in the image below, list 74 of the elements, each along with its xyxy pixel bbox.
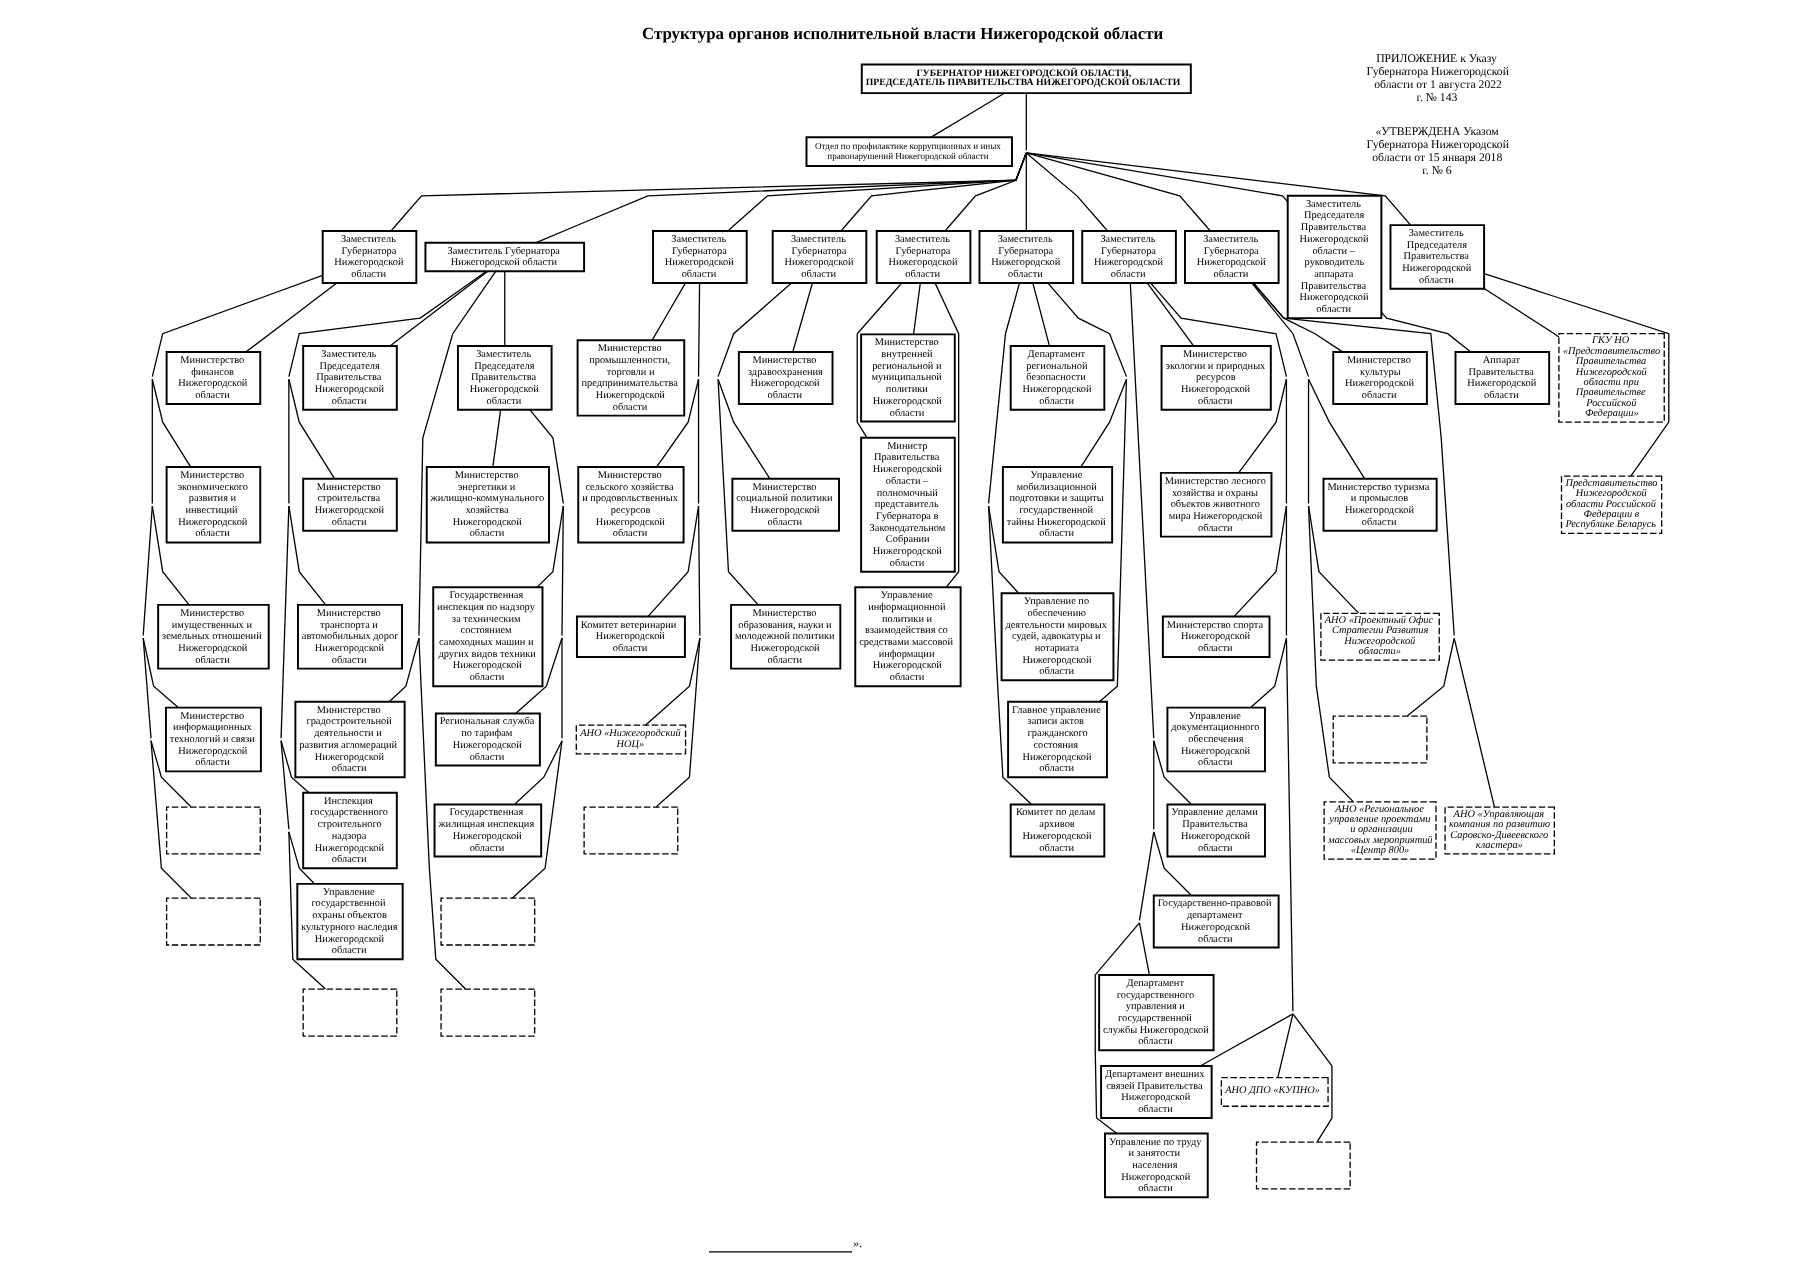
node-box xyxy=(1331,715,1427,764)
connector xyxy=(1276,1013,1293,1079)
connector xyxy=(141,274,323,899)
connector xyxy=(287,378,335,480)
connector xyxy=(534,152,1026,244)
connector xyxy=(716,378,770,480)
connector xyxy=(1306,505,1359,614)
connector xyxy=(287,831,314,885)
connector xyxy=(650,282,685,341)
connector xyxy=(528,409,563,588)
connector xyxy=(986,505,1019,594)
connector xyxy=(1482,287,1559,338)
connector xyxy=(491,409,501,468)
connector xyxy=(855,282,902,439)
connector xyxy=(1232,378,1287,617)
connector xyxy=(1306,378,1365,480)
connector xyxy=(388,270,488,347)
connector xyxy=(1024,152,1107,232)
connector xyxy=(986,282,1032,806)
node-box xyxy=(164,897,260,946)
connector xyxy=(510,740,562,899)
connector xyxy=(1024,152,1411,226)
connector xyxy=(1251,282,1454,717)
connector xyxy=(1046,282,1127,468)
connector xyxy=(387,270,496,703)
node-box xyxy=(164,806,260,855)
connector xyxy=(1452,637,1495,808)
connector xyxy=(514,505,563,715)
connector xyxy=(1093,282,1154,1134)
connector xyxy=(943,152,1026,232)
connector xyxy=(644,505,700,726)
connector xyxy=(839,152,1026,232)
connector xyxy=(646,378,699,617)
connector xyxy=(287,505,326,606)
node-box xyxy=(582,806,678,855)
connector xyxy=(150,505,189,606)
connector xyxy=(1482,272,1669,477)
connector xyxy=(149,740,191,808)
connector xyxy=(654,637,700,808)
diagram-title: Структура органов исполнительной власти Нижегородской области xyxy=(640,23,1163,43)
connector xyxy=(1145,282,1194,347)
node-box xyxy=(1254,1141,1350,1190)
connector xyxy=(1152,831,1192,897)
connector xyxy=(1149,282,1287,474)
connector xyxy=(1098,378,1127,703)
connector xyxy=(933,282,959,588)
node-box xyxy=(301,988,397,1037)
connector xyxy=(655,282,700,468)
connector xyxy=(716,282,791,606)
connector xyxy=(911,282,920,335)
connector xyxy=(726,152,1026,232)
connector xyxy=(150,378,191,468)
connector xyxy=(503,270,505,347)
connector xyxy=(1250,282,1353,803)
connector xyxy=(1249,505,1287,708)
connector xyxy=(141,637,178,708)
connector xyxy=(1137,922,1150,976)
connector xyxy=(1024,152,1026,232)
connector xyxy=(1291,1013,1332,1143)
connector xyxy=(791,282,812,353)
node-box xyxy=(439,988,535,1037)
connector xyxy=(512,637,562,806)
connector xyxy=(244,282,337,353)
connector xyxy=(1024,152,1210,232)
node-box xyxy=(439,897,535,946)
connector xyxy=(1379,311,1471,353)
connector xyxy=(389,92,1026,232)
connector xyxy=(1152,740,1192,806)
connector xyxy=(1199,637,1293,1067)
connector xyxy=(279,740,309,794)
connector xyxy=(417,637,466,990)
connector xyxy=(929,92,1004,138)
connector xyxy=(279,270,486,990)
connector xyxy=(1031,282,1049,347)
